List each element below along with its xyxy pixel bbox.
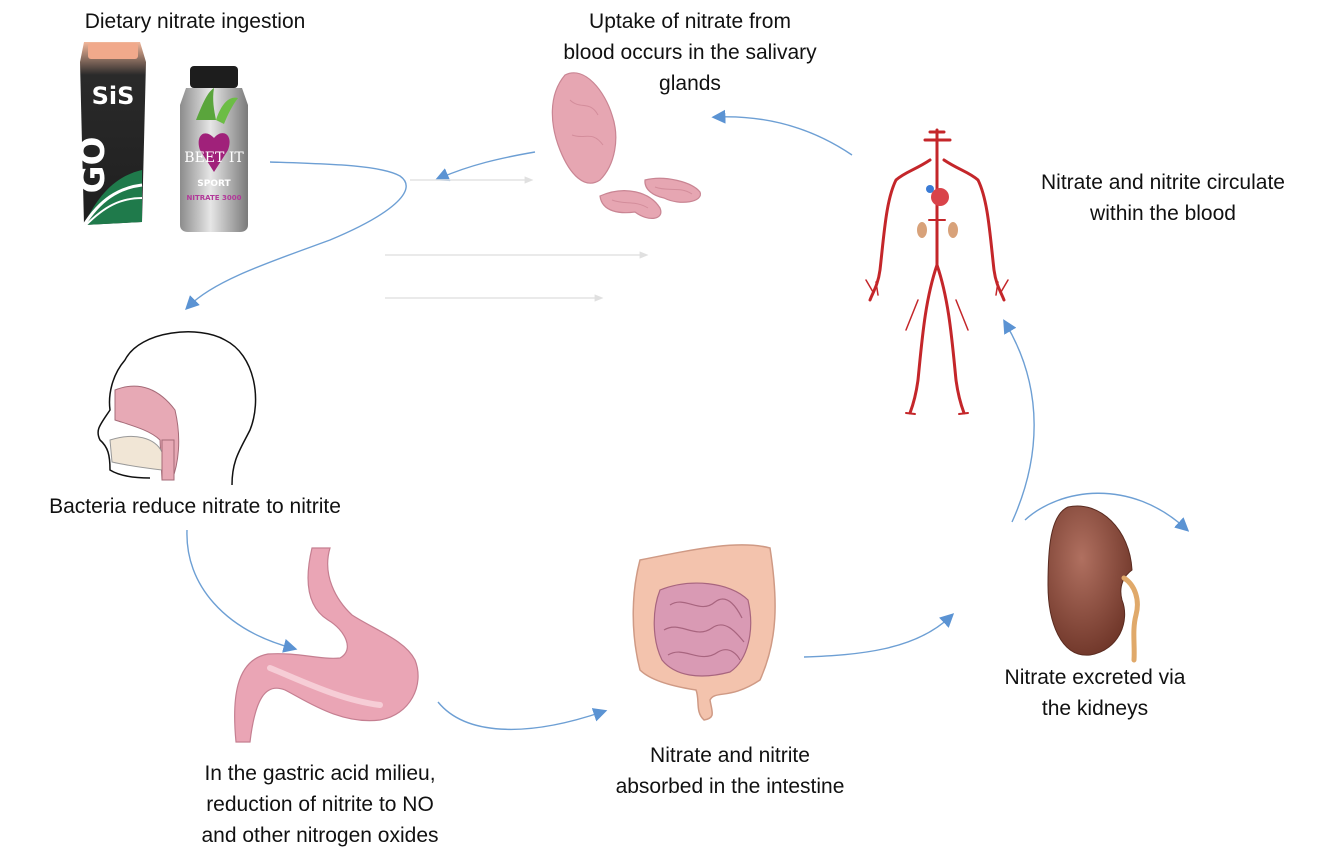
bottle-nitrate-text: NITRATE 3000 [187,194,242,202]
arrow-salivary-to-mouth [440,152,535,178]
head-profile-icon [98,332,256,485]
label-kidney-excretion: Nitrate excreted via the kidneys [960,662,1230,724]
intestine-icon [633,545,775,720]
label-intestinal-absorption: Nitrate and nitrite absorbed in the inte… [570,740,890,802]
label-salivary-uptake: Uptake of nitrate from blood occurs in t… [510,6,870,99]
arrow-mouth-to-stomach [187,530,292,648]
bottle-sub-text: SPORT [197,179,231,189]
arrow-kidney-to-blood [1006,324,1034,522]
sports-gel-icon: SiS GO [73,42,146,225]
label-blood-circulation: Nitrate and nitrite circulate within the… [1003,167,1323,229]
arrow-stomach-to-intestine [438,702,602,729]
gel-name-text: GO [73,137,113,194]
circulatory-system-icon [866,130,1008,414]
kidney-icon [1048,506,1137,660]
arrow-intestine-to-kidney [804,617,950,657]
gel-brand-text: SiS [92,82,135,110]
beetroot-bottle-icon: BEET IT SPORT NITRATE 3000 [180,66,248,232]
label-oral-bacteria: Bacteria reduce nitrate to nitrite [5,491,385,522]
arrow-blood-to-salivary [717,117,852,155]
bottle-brand-text: BEET IT [184,150,244,166]
stomach-icon [235,548,418,742]
label-gastric-reduction: In the gastric acid milieu, reduction of… [160,758,480,851]
label-dietary-ingestion: Dietary nitrate ingestion [40,6,350,37]
